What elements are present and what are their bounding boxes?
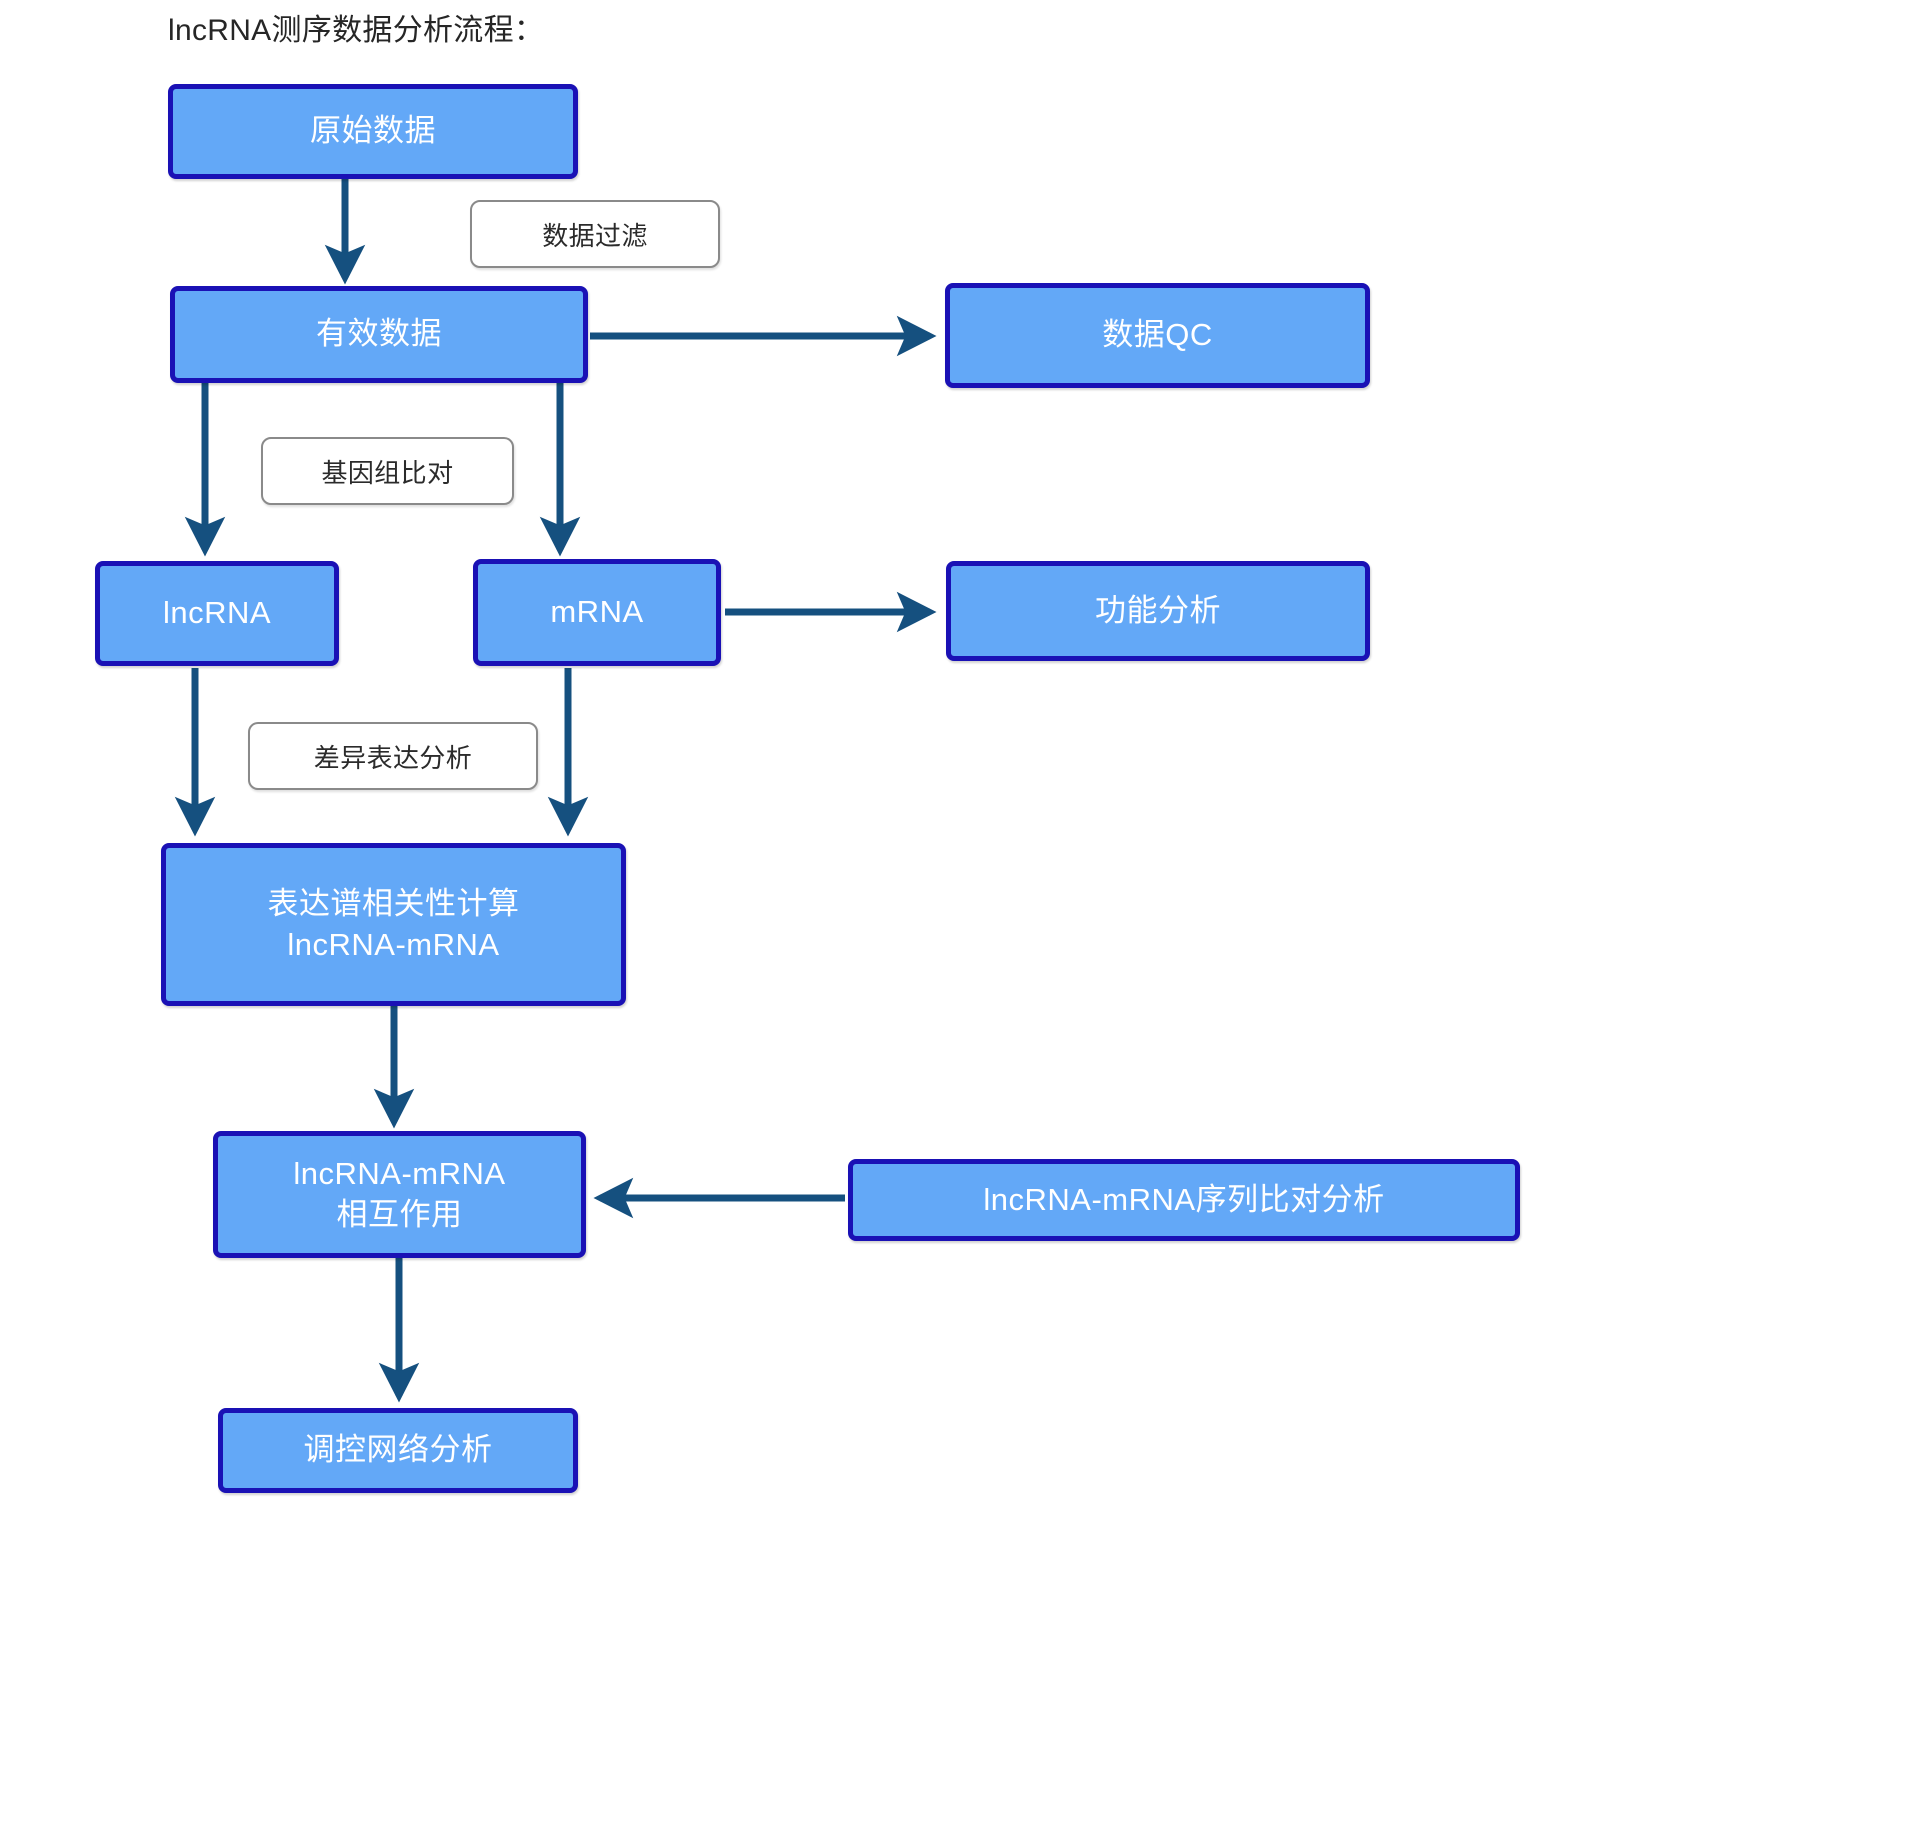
edge-label-data-filter: 数据过滤 (470, 200, 720, 268)
node-lncrna[interactable]: lncRNA (95, 561, 339, 666)
edge-label-diff-expression-text: 差异表达分析 (313, 742, 473, 773)
node-data-qc[interactable]: 数据QC (945, 283, 1370, 388)
node-raw-data[interactable]: 原始数据 (168, 84, 578, 179)
node-seq-alignment-label: lncRNA-mRNA序列比对分析 (983, 1181, 1385, 1217)
node-interaction-label: lncRNA-mRNA 相互作用 (293, 1155, 506, 1232)
node-function-analysis-label: 功能分析 (1095, 592, 1221, 628)
node-data-qc-label: 数据QC (1102, 317, 1213, 353)
node-seq-alignment[interactable]: lncRNA-mRNA序列比对分析 (848, 1159, 1520, 1241)
node-raw-data-label: 原始数据 (310, 113, 436, 149)
edge-label-genome-alignment-text: 基因组比对 (321, 457, 454, 488)
node-network-analysis-label: 调控网络分析 (303, 1432, 493, 1468)
node-mrna-label: mRNA (550, 594, 644, 630)
node-valid-data-label: 有效数据 (316, 316, 442, 352)
edge-label-genome-alignment: 基因组比对 (261, 437, 514, 505)
node-correlation-label: 表达谱相关性计算 lncRNA-mRNA (267, 885, 520, 962)
node-network-analysis[interactable]: 调控网络分析 (218, 1408, 578, 1493)
node-mrna[interactable]: mRNA (473, 559, 721, 666)
node-valid-data[interactable]: 有效数据 (170, 286, 588, 383)
page-title: lncRNA测序数据分析流程： (168, 14, 545, 47)
edge-label-data-filter-text: 数据过滤 (542, 220, 648, 251)
node-correlation[interactable]: 表达谱相关性计算 lncRNA-mRNA (161, 843, 626, 1006)
edge-label-diff-expression: 差异表达分析 (248, 722, 538, 790)
node-lncrna-label: lncRNA (162, 595, 272, 631)
node-function-analysis[interactable]: 功能分析 (946, 561, 1370, 661)
node-interaction[interactable]: lncRNA-mRNA 相互作用 (213, 1131, 586, 1258)
